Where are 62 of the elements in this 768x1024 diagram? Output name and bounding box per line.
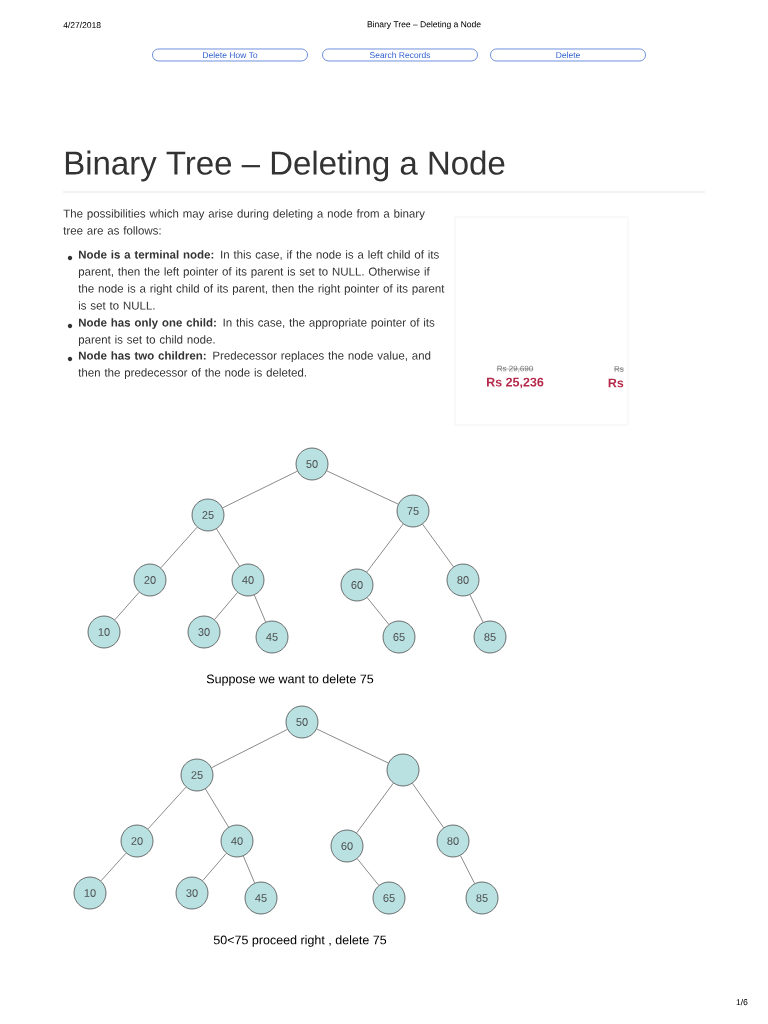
tree-branch (366, 597, 390, 625)
tree-node: 50 (285, 705, 319, 739)
tree-node (386, 753, 420, 787)
tree-branch (160, 526, 198, 569)
tree-branch (460, 855, 475, 884)
tree-node: 60 (330, 829, 364, 863)
tree-node: 50 (295, 447, 329, 481)
tree-branch (243, 855, 255, 884)
tree-node: 10 (73, 876, 107, 910)
tree-node: 85 (465, 881, 499, 915)
tree-branch (412, 783, 444, 828)
tree-node: 65 (372, 881, 406, 915)
figure-caption: Suppose we want to delete 75 (206, 674, 374, 686)
tree-branch (214, 592, 238, 620)
tree-branch (216, 528, 240, 567)
tree-node: 85 (473, 620, 507, 654)
tree-node: 30 (175, 876, 209, 910)
page-title: Binary Tree – Deleting a Node (65, 150, 505, 182)
tree-node: 30 (187, 615, 221, 649)
tree-branch (326, 470, 399, 505)
link-button: Search Records (322, 48, 478, 62)
bullet-text: Node has two children: Predecessor replaces the node value, and then the predecessor of the node is deleted. (78, 351, 431, 379)
tree-node: 10 (87, 615, 121, 649)
tree-branch (205, 788, 229, 828)
tree-branch (202, 853, 227, 881)
bullet-text: Node has only one child: In this case, the appropriate pointer of its parent is set to child node. (78, 318, 435, 346)
tree-branch (100, 852, 127, 882)
tree-node: 60 (340, 568, 374, 602)
link-button: Delete How To (152, 48, 308, 62)
old-price: Rs 29,690 (496, 365, 534, 373)
tree-branch (366, 523, 404, 573)
tree-branch (422, 523, 454, 568)
tree-node: 40 (231, 563, 265, 597)
tree-node: 75 (396, 494, 430, 528)
tree-node: 80 (436, 824, 470, 858)
tree-node: 65 (382, 620, 416, 654)
figure-caption: 50<75 proceed right , delete 75 (213, 935, 387, 947)
tree-branch (356, 858, 380, 886)
tree-node: 25 (191, 498, 225, 532)
link-button: Delete (490, 48, 646, 62)
sale-price: Rs 25,236 (487, 377, 544, 389)
tree-node: 40 (220, 824, 254, 858)
tree-node: 20 (133, 563, 167, 597)
old-price: Rs (613, 366, 625, 372)
tree-branch (356, 782, 394, 834)
tree-branch (316, 728, 389, 764)
header-date: 4/27/2018 (63, 21, 101, 29)
tree-branch (222, 470, 298, 509)
page-number: 1/6 (736, 998, 748, 1006)
sale-price: Rs (608, 378, 624, 388)
tree-node: 25 (180, 758, 214, 792)
tree-node: 45 (255, 620, 289, 654)
tree-branch (254, 594, 266, 623)
tree-node: 80 (446, 563, 480, 597)
intro-paragraph: The possibilities which may arise during deleting a node from a binary tree are as follows: (63, 209, 425, 235)
tree-node: 45 (244, 881, 278, 915)
tree-branch (114, 591, 140, 621)
tree-branch (147, 786, 187, 830)
tree-node: 20 (120, 824, 154, 858)
tree-branch (469, 594, 484, 623)
tree-branch (211, 729, 288, 768)
header-title: Binary Tree – Deleting a Node (367, 21, 481, 29)
